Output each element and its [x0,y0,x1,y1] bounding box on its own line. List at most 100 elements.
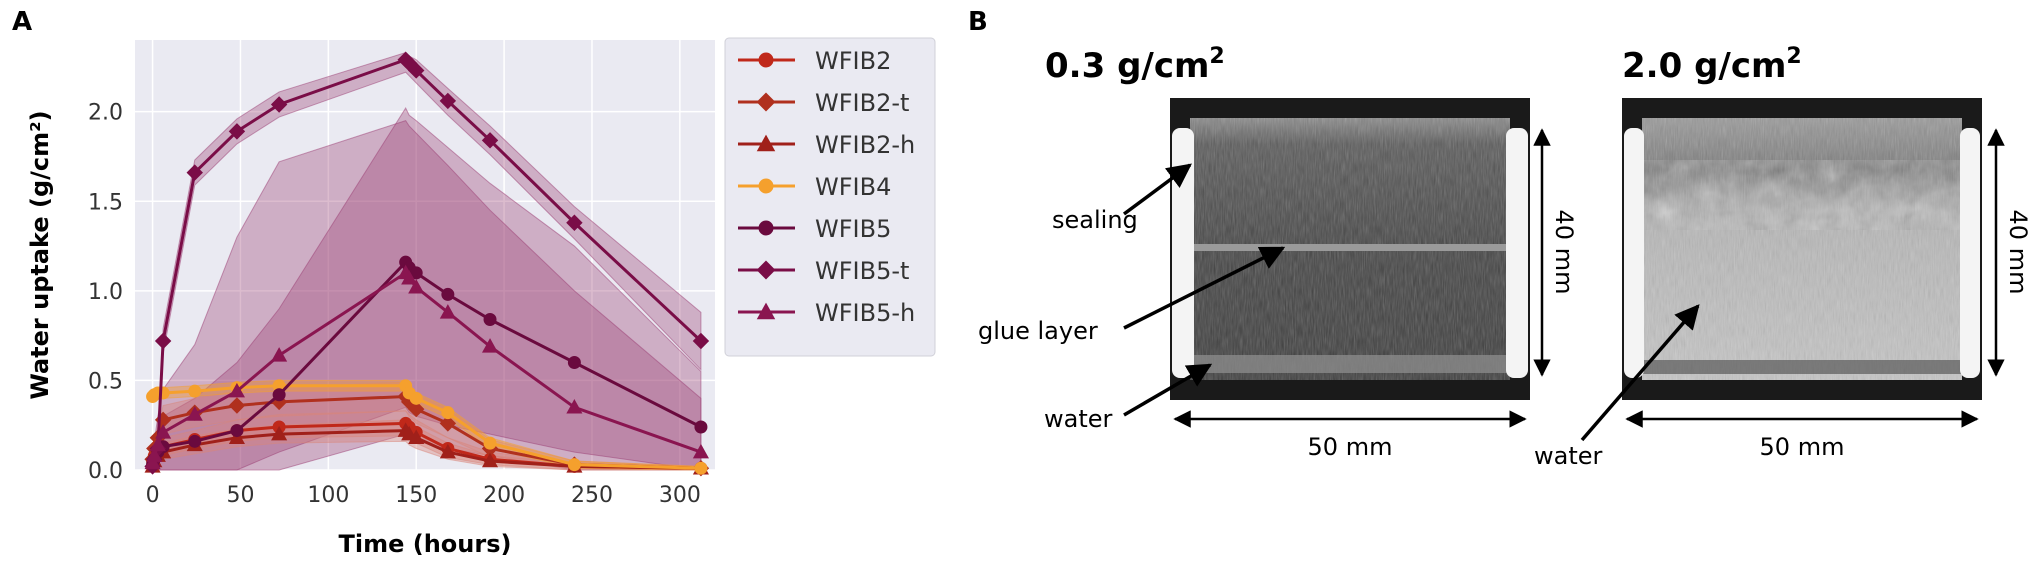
point-WFIB5-h [439,304,456,319]
point-WFIB4 [409,391,423,405]
label-water-1: water [1044,405,1113,433]
y-tick-label: 2.0 [88,101,123,126]
x-tick-label: 250 [571,483,613,508]
y-tick-label: 1.5 [88,190,123,215]
image-2-title: 2.0 g/cm2 [1622,44,1802,86]
series-line-WFIB5-t [151,57,702,467]
image-2-sealing-left [1624,128,1644,378]
legend-marker-WFIB4 [758,178,774,194]
x-axis-label: Time (hours) [339,530,512,558]
label-sealing: sealing [1052,206,1138,234]
legend-marker-WFIB5 [758,220,774,236]
point-WFIB4 [567,458,581,472]
arrow-water-2 [1580,304,1700,442]
point-WFIB4 [441,406,455,420]
image-2-sealing-right [1960,128,1980,378]
label-water-2: water [1534,442,1603,470]
point-WFIB5-t [154,332,172,350]
point-WFIB5-h [144,454,161,470]
image-2-texture [1642,118,1962,380]
point-WFIB5-t [186,164,203,181]
image-1-water-zone [1190,355,1510,373]
label-height-1: 40 mm [1550,210,1578,295]
arrow-water-1 [1123,363,1213,417]
point-WFIB5-h [566,399,583,414]
point-WFIB5-h [271,347,288,362]
point-WFIB5-h [149,436,166,452]
band-WFIB5-t [152,51,702,471]
legend-label: WFIB5-h [815,299,915,327]
point-WFIB5-h [155,424,172,439]
label-height-2: 40 mm [2004,210,2032,295]
legend-marker-WFIB2 [758,52,774,68]
point-WFIB5 [272,388,286,402]
legend-label: WFIB2-t [815,89,909,117]
point-WFIB5-t [270,96,288,113]
point-WFIB5-h [481,338,499,353]
image-2-bottom-edge [1642,360,1962,374]
image-1-sealing-right [1506,128,1528,378]
point-WFIB5 [694,420,708,434]
point-WFIB5-h [228,382,245,398]
legend-marker-WFIB5-h [756,302,776,320]
legend-label: WFIB5-t [815,257,909,285]
point-WFIB2-h [481,452,499,468]
x-tick-label: 200 [483,483,525,508]
point-WFIB4 [694,461,708,475]
point-WFIB2-h [271,425,288,441]
panel-label-b: B [968,7,988,37]
point-WFIB5-t [481,132,499,149]
panel-label-a: A [12,7,32,37]
x-tick-label: 100 [307,483,349,508]
x-tick-label: 0 [146,483,160,508]
x-tick-label: 150 [395,483,437,508]
legend-box [724,37,936,357]
point-WFIB5-h [408,279,425,294]
point-WFIB2-t [408,400,425,418]
point-WFIB5-t [228,123,246,140]
label-width-1: 50 mm [1308,433,1393,461]
legend-label: WFIB4 [815,173,891,201]
legend: WFIB2WFIB2-tWFIB2-hWFIB4WFIB5WFIB5-tWFIB… [724,37,936,357]
point-WFIB5-t [692,332,710,350]
image-1-glue-layer [1190,244,1510,251]
x-tick-label: 50 [226,483,254,508]
point-WFIB4 [188,384,202,398]
x-tick-label: 300 [659,483,701,508]
point-WFIB5 [441,287,455,301]
point-WFIB5 [567,356,581,369]
ct-image-1: 0.3 g/cm2 sealing glue layer water 40 mm… [978,44,1578,461]
legend-marker-WFIB5-t [756,260,776,280]
point-WFIB5-h [186,406,203,421]
label-width-2: 50 mm [1760,433,1845,461]
ct-image-2: 2.0 g/cm2 water 40 mm 50 mm [1534,44,2032,470]
point-WFIB5-t [408,62,425,79]
image-2-dry-zone [1642,160,1962,230]
y-tick-label: 0.0 [88,459,123,484]
series-lines [144,51,710,477]
point-WFIB5 [188,434,202,448]
point-WFIB5 [230,424,244,438]
legend-label: WFIB2 [815,47,891,75]
y-axis-label: Water uptake (g/cm²) [26,110,54,399]
point-WFIB2-t [439,415,457,432]
legend-label: WFIB2-h [815,131,915,159]
label-glue-layer: glue layer [978,317,1098,345]
legend-label: WFIB5 [815,215,891,243]
image-1-title: 0.3 g/cm2 [1045,44,1225,86]
legend-marker-WFIB2-h [756,134,776,152]
point-WFIB5-t [566,214,583,231]
point-WFIB2-h [408,429,425,445]
point-WFIB5-h [401,270,418,285]
arrow-glue-layer [1123,246,1286,330]
y-tick-label: 0.5 [88,369,123,394]
arrow-sealing [1122,163,1192,216]
point-WFIB5-h [146,447,163,462]
point-WFIB2-h [439,443,456,459]
image-1-sealing-left [1172,128,1194,378]
point-WFIB5-t [439,92,457,110]
